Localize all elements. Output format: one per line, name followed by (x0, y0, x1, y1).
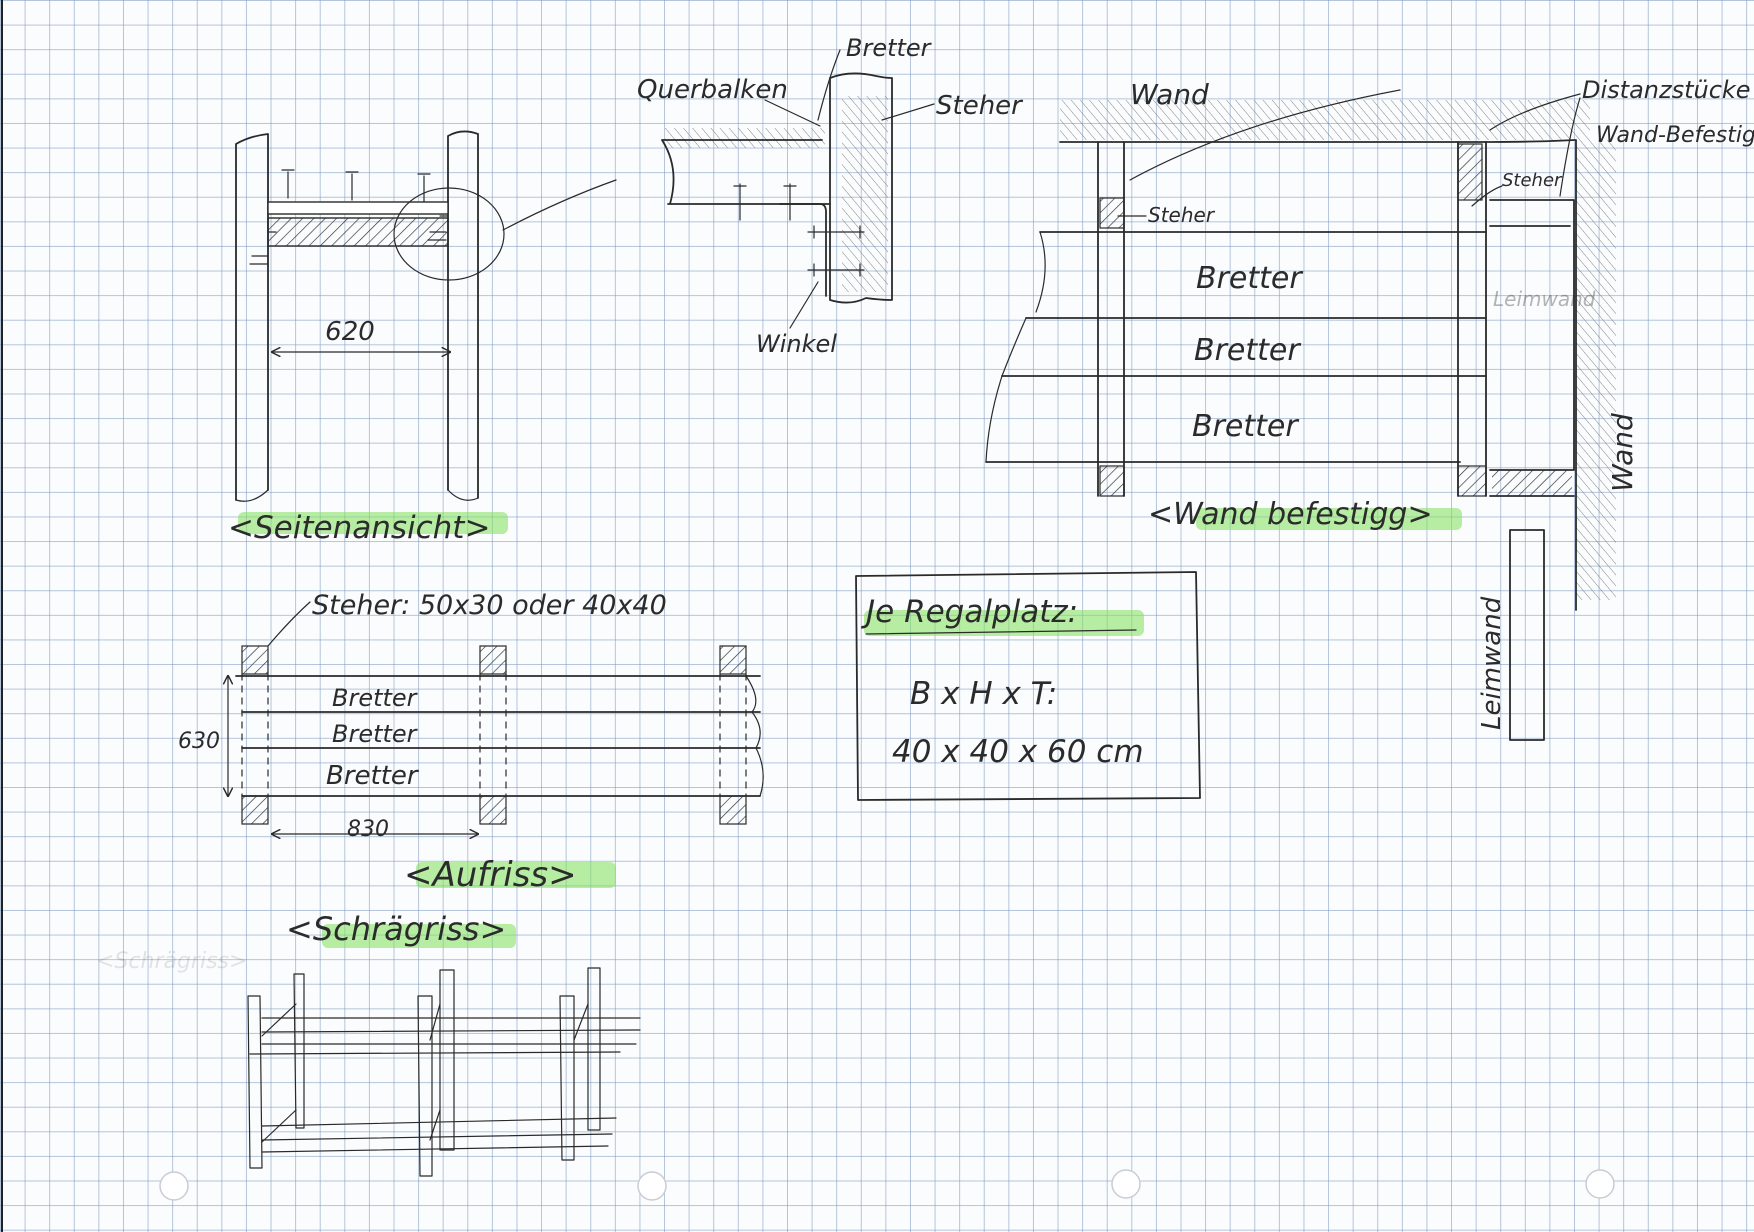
side-view-title: <Seitenansicht> (228, 510, 490, 546)
wall-board-lines (985, 231, 1487, 463)
regalplatz-box: Je Regalplatz: B x H x T: 40 x 40 x 60 c… (855, 571, 1201, 801)
label-leimwand-faint: Leimwand (1493, 287, 1596, 311)
spacer-blocks (1489, 199, 1575, 497)
label-steher-left: Steher (1148, 203, 1216, 227)
highlight-wall-title (1196, 508, 1462, 530)
label-detail-steher: Steher (936, 91, 1024, 121)
oblique-boards (249, 1017, 641, 1153)
side-angle-brackets (249, 215, 449, 265)
label-distanzstuecke: Distanzstücke (1582, 76, 1751, 104)
detail-post (829, 72, 893, 304)
label-steher-spec: Steher: 50x30 oder 40x40 (312, 590, 667, 621)
regalplatz-frame (855, 571, 1201, 801)
label-wand-top: Wand (1130, 78, 1209, 111)
wall-mount-sketch: Wand Steher Steher Bretter Bretter Brett… (985, 76, 1754, 741)
highlight-front-title (416, 862, 616, 888)
punch-hole-3 (1111, 1169, 1141, 1199)
oblique-posts (247, 967, 601, 1177)
wall-board-label-1: Bretter (1196, 261, 1303, 296)
detail-angle-bracket (779, 203, 827, 297)
detail-screws (733, 183, 865, 277)
side-board-top (267, 201, 449, 215)
wall-post-left (1097, 141, 1125, 497)
wall-mount-title: <Wand befestigg> (1148, 497, 1433, 532)
highlight-oblique-title (322, 924, 516, 948)
wall-board-label-2: Bretter (1194, 333, 1301, 368)
highlight-side-title (238, 512, 508, 534)
oblique-view-title: <Schrägriss> (286, 910, 506, 948)
wall-board-label-3: Bretter (1192, 409, 1299, 444)
wall-top-line (1059, 139, 1576, 143)
front-view-title: <Aufriss> (404, 855, 577, 895)
front-board-label-1: Bretter (332, 684, 419, 712)
detail-beam-hatch-top (665, 128, 825, 148)
punch-hole-1 (159, 1171, 189, 1201)
punch-hole-2 (637, 1171, 667, 1201)
detail-crossbeam (661, 139, 831, 205)
detail-callout-circle (393, 187, 505, 281)
leimwand-panel (1509, 529, 1545, 741)
label-steher-right: Steher (1502, 170, 1563, 191)
wall-right-hatch (1576, 140, 1616, 600)
box-heading: Je Regalplatz: (860, 594, 1078, 630)
label-winkel: Winkel (756, 330, 837, 358)
label-wand-befestigung: Wand-Befestigg. (1596, 123, 1754, 148)
label-querbalken: Querbalken (637, 75, 788, 105)
side-post-left (235, 133, 269, 501)
side-post-right (447, 130, 479, 499)
label-wand-right: Wand (1606, 413, 1639, 492)
box-values: 40 x 40 x 60 cm (892, 734, 1144, 770)
label-detail-bretter: Bretter (846, 34, 933, 62)
dim-label-620: 620 (325, 317, 375, 347)
box-formula: B x H x T: (910, 676, 1057, 712)
front-view-sketch: Steher: 50x30 oder 40x40 Bretter Bretter… (178, 590, 764, 895)
bracket-detail-sketch: Querbalken Bretter Steher Winkel (637, 34, 1024, 358)
detail-callout-line (502, 179, 617, 231)
wall-post-right (1457, 141, 1487, 497)
side-view-sketch: 620 <Seitenansicht> (228, 130, 617, 546)
svg-text:<Schrägriss>: <Schrägriss> (96, 949, 247, 974)
label-leimwand: Leimwand (1477, 596, 1507, 730)
punch-hole-4 (1585, 1169, 1615, 1199)
front-board-label-2: Bretter (332, 720, 419, 748)
highlight-box-heading (864, 610, 1144, 636)
front-board-label-3: Bretter (326, 761, 420, 791)
oblique-view-sketch: <Schrägriss> <Schrägriss> (96, 910, 641, 1177)
side-screws (281, 169, 431, 203)
dim-label-830: 830 (347, 817, 389, 842)
side-crossbeam (267, 217, 449, 247)
dim-label-630: 630 (178, 729, 220, 754)
front-board-lines (235, 675, 761, 797)
